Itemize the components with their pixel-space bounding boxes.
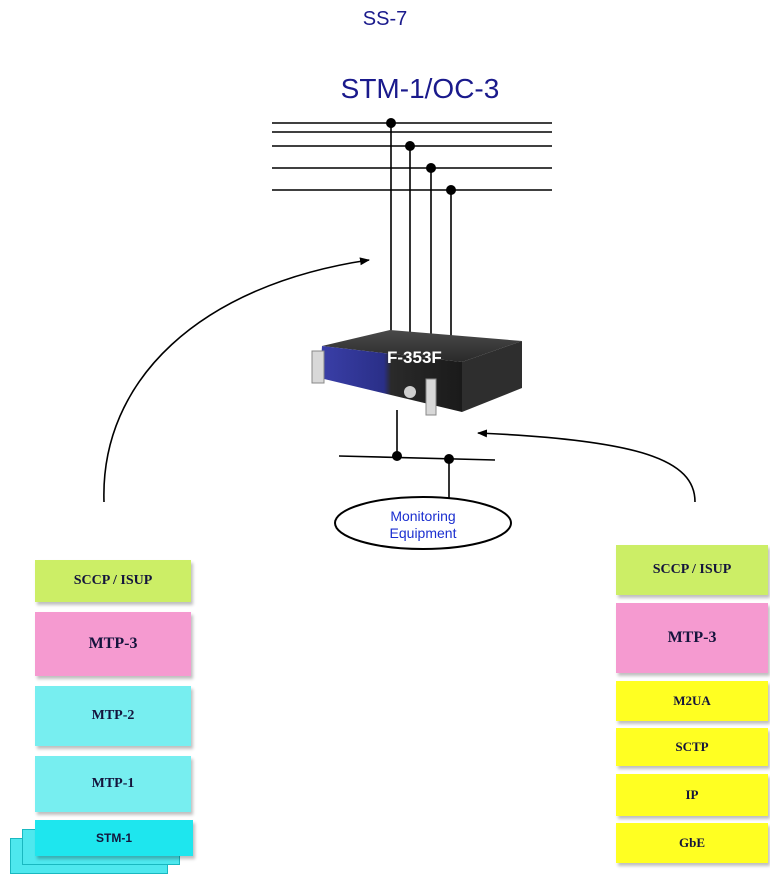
device-top bbox=[322, 330, 522, 362]
junction-dot bbox=[386, 118, 396, 128]
right-layer-ip: IP bbox=[616, 774, 768, 816]
left-layer-mtp1: MTP-1 bbox=[35, 756, 191, 812]
left-curved-arrow bbox=[103, 257, 370, 503]
junction-dot bbox=[426, 163, 436, 173]
device-f353f bbox=[311, 330, 522, 416]
left-layer-sccp-isup: SCCP / ISUP bbox=[35, 560, 191, 602]
junction-dot bbox=[392, 451, 402, 461]
left-layer-mtp3: MTP-3 bbox=[35, 612, 191, 676]
junction-dot bbox=[405, 141, 415, 151]
right-layer-sctp: SCTP bbox=[616, 728, 768, 766]
right-layer-sccp-isup: SCCP / ISUP bbox=[616, 545, 768, 595]
monitoring-equipment-label: Monitoring Equipment bbox=[333, 508, 513, 542]
device-side bbox=[462, 341, 522, 412]
junction-dot bbox=[446, 185, 456, 195]
interface-title: STM-1/OC-3 bbox=[340, 73, 500, 104]
right-curved-arrow bbox=[477, 429, 696, 503]
rack-ear-left bbox=[311, 350, 325, 384]
stm-bus bbox=[272, 122, 552, 191]
right-layer-gbe: GbE bbox=[616, 823, 768, 863]
right-layer-mtp3: MTP-3 bbox=[616, 603, 768, 673]
left-layer-mtp2: MTP-2 bbox=[35, 686, 191, 746]
monitoring-line-2: Equipment bbox=[389, 525, 457, 541]
protocol-title: SS-7 bbox=[362, 8, 408, 30]
right-layer-m2ua: M2UA bbox=[616, 681, 768, 721]
rack-ear-right bbox=[425, 378, 437, 416]
tap-junctions bbox=[386, 118, 456, 195]
left-layer-stm1: STM-1 bbox=[35, 820, 193, 856]
monitoring-equipment-ellipse bbox=[334, 496, 512, 550]
device-logo bbox=[404, 386, 416, 398]
device-label: F-353F bbox=[387, 348, 442, 367]
monitor-bus bbox=[338, 455, 496, 461]
tap-lines bbox=[390, 123, 452, 340]
monitoring-line-1: Monitoring bbox=[390, 508, 456, 524]
